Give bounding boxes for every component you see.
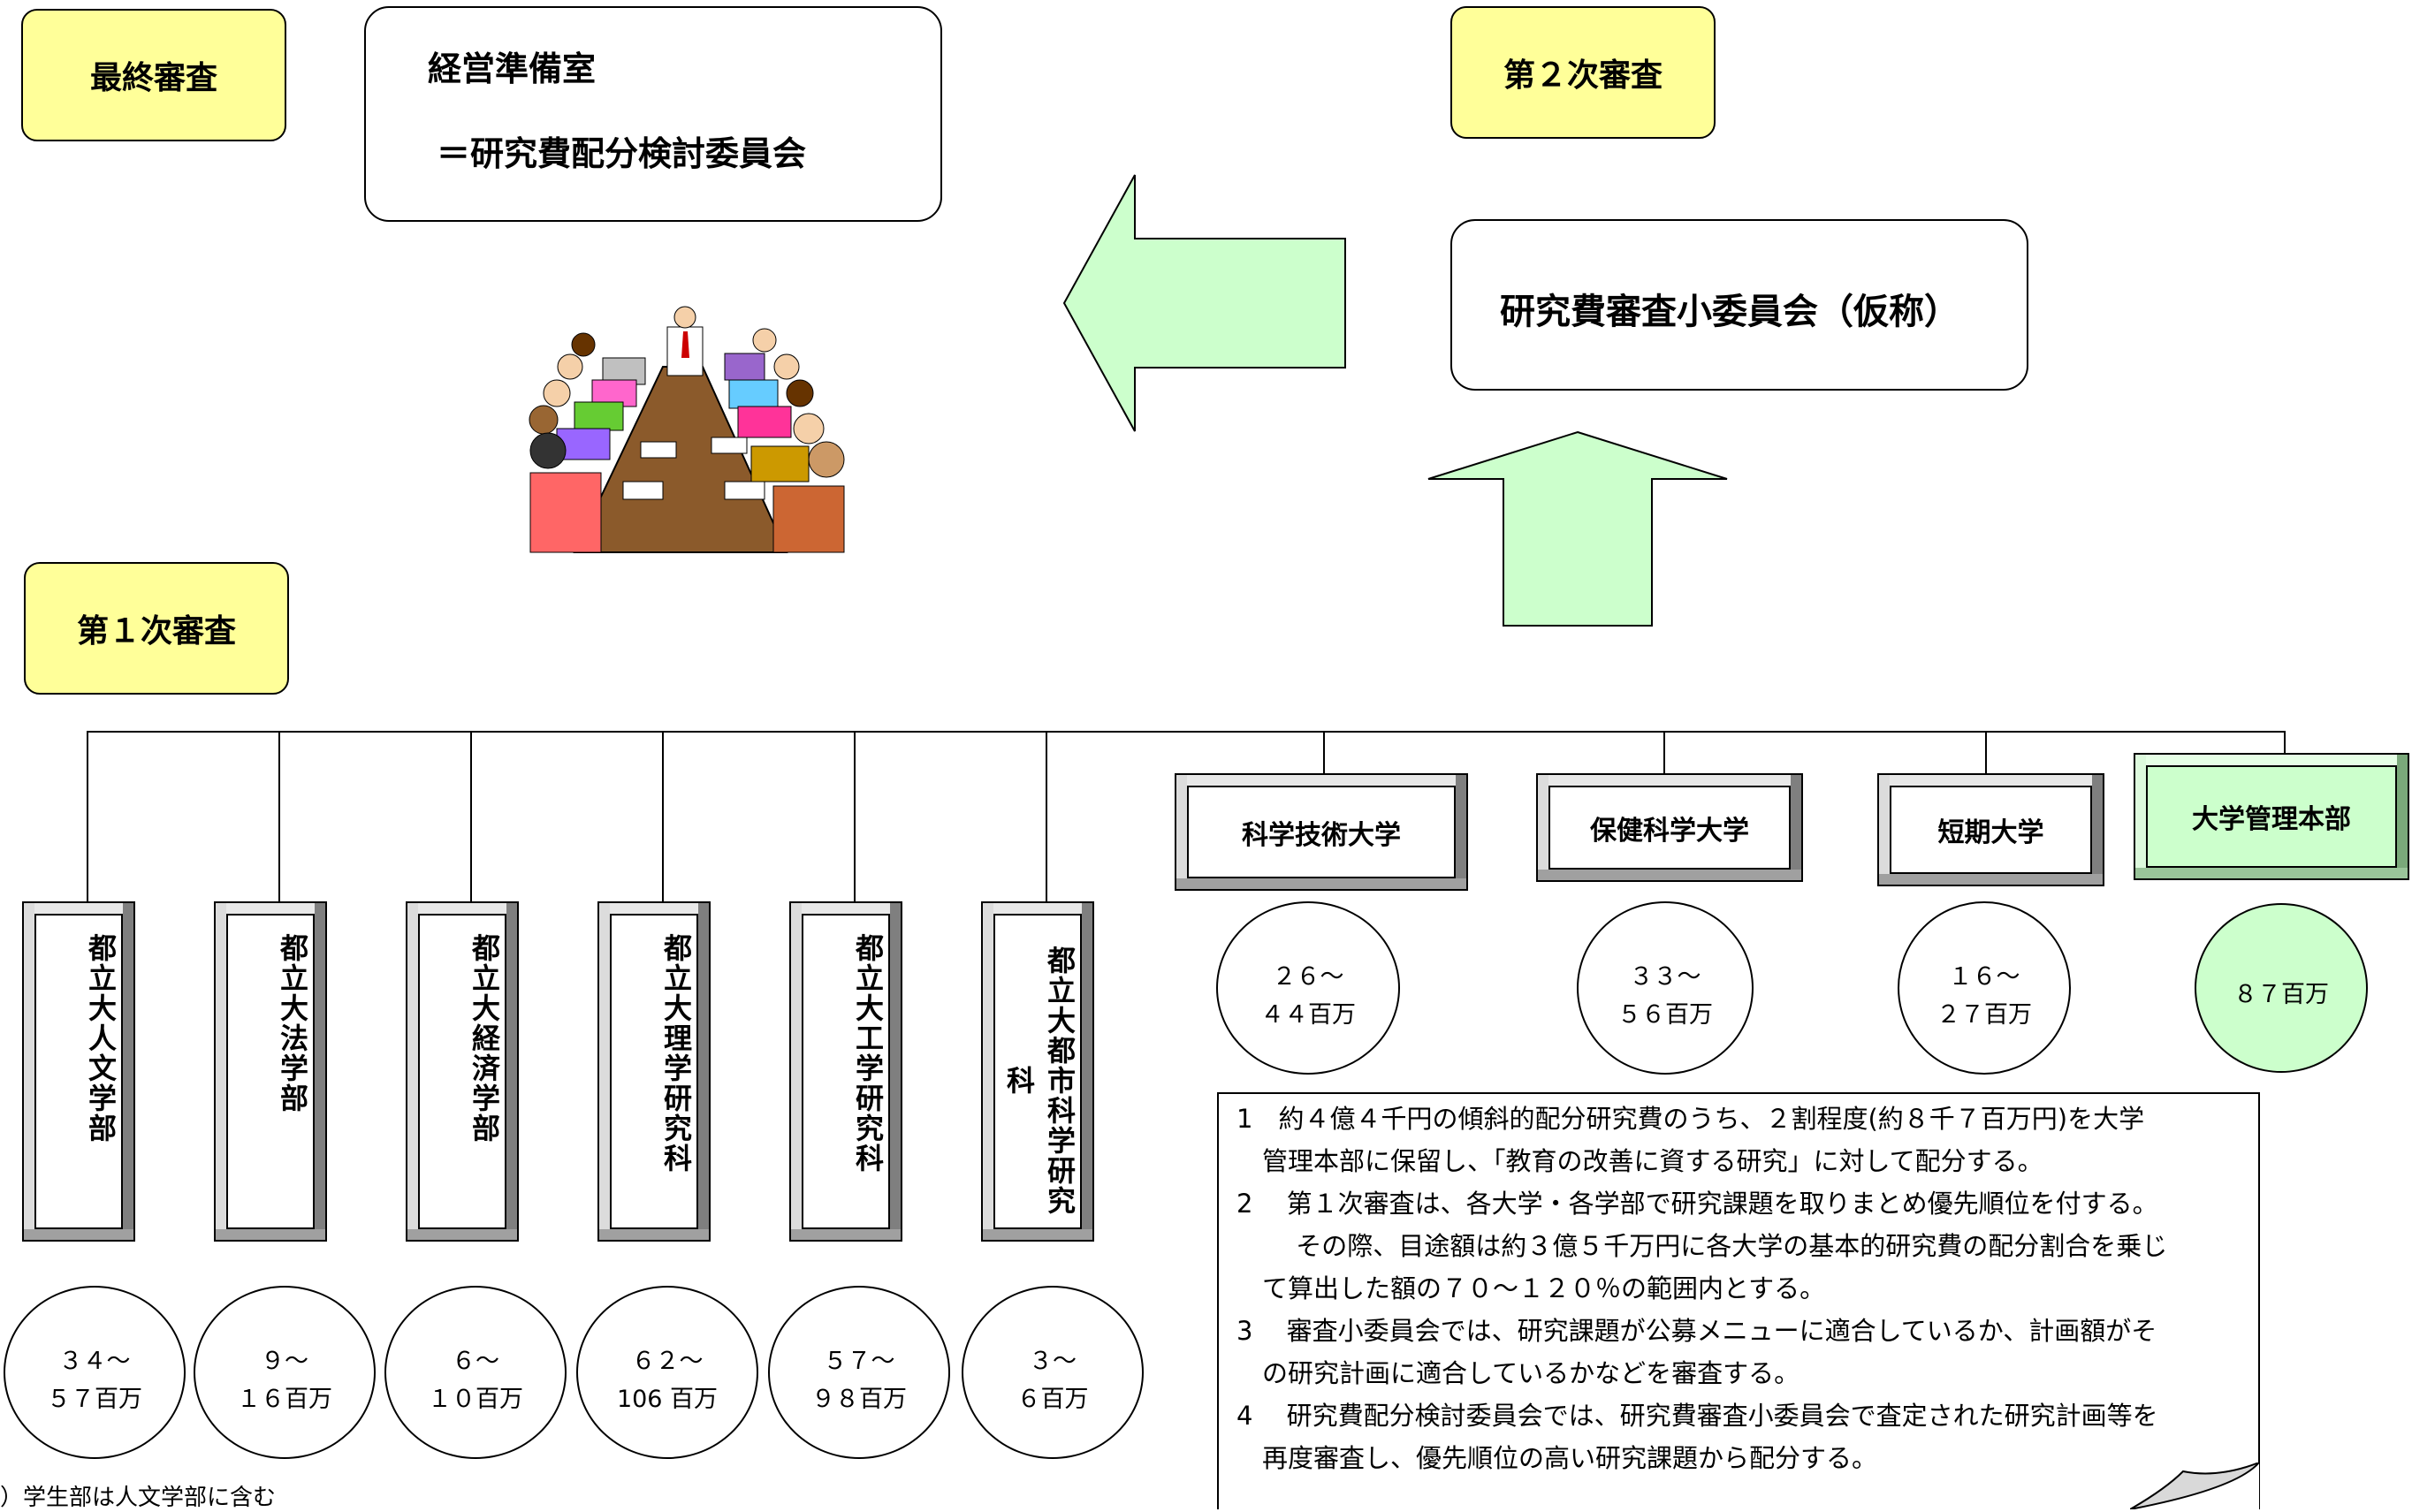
faculty-box: 都立大工学研究科 bbox=[789, 901, 902, 1242]
note-line: その際、目途額は約３億５千万円に各大学の基本的研究費の配分割合を乗じ bbox=[1236, 1231, 2168, 1261]
faculty-amount-circle: ３～ ６百万 bbox=[962, 1286, 1144, 1459]
connector-faculty-6 bbox=[1046, 731, 1047, 904]
management-prep-office-title: 経営準備室 bbox=[428, 49, 597, 88]
faculty-name: 都立大人文学部 bbox=[84, 933, 118, 1143]
amount-range-bottom: 106 百万 bbox=[616, 1385, 719, 1413]
notes-box: 1 約４億４千円の傾斜的配分研究費のうち、２割程度(約８千７百万円)を大学 管理… bbox=[1217, 1092, 2260, 1509]
management-prep-office-box: 経営準備室 ＝研究費配分検討委員会 bbox=[364, 6, 942, 222]
amount-range-top: ３４～ bbox=[58, 1348, 131, 1376]
amount-range-top: ５７～ bbox=[823, 1348, 895, 1376]
faculty-amount-circle: ５７～ ９８百万 bbox=[768, 1286, 950, 1459]
second-review-label: 第２次審査 bbox=[1450, 6, 1716, 139]
amount-range-top: ６～ bbox=[452, 1348, 499, 1376]
faculty-box: 都立大人文学部 bbox=[22, 901, 135, 1242]
amount-range-top: ９～ bbox=[261, 1348, 308, 1376]
amount-range-bottom: ９８百万 bbox=[811, 1385, 907, 1413]
faculty-box: 都立大都市科学研究科 bbox=[981, 901, 1094, 1242]
first-review-text: 第１次審査 bbox=[76, 613, 236, 650]
faculty-box: 都立大理学研究科 bbox=[597, 901, 711, 1242]
footnote: ）学生部は人文学部に含む bbox=[0, 1485, 277, 1511]
connector-university-2 bbox=[1663, 731, 1665, 775]
university-name: 短期大学 bbox=[1937, 817, 2044, 848]
amount-range-bottom: ６百万 bbox=[1016, 1385, 1089, 1413]
university-amount-circle: ２６～ ４４百万 bbox=[1216, 901, 1400, 1075]
subcommittee-box: 研究費審査小委員会（仮称） bbox=[1450, 219, 2028, 391]
amount-value: ８７百万 bbox=[2233, 980, 2329, 1008]
note-line: 3 審査小委員会では、研究課題が公募メニューに適合しているか、計画額がそ bbox=[1236, 1316, 2157, 1346]
amount-range-bottom: ５７百万 bbox=[47, 1385, 142, 1413]
left-arrow bbox=[1062, 174, 1346, 432]
subcommittee-title: 研究費審査小委員会（仮称） bbox=[1500, 292, 1959, 332]
amount-range-bottom: １０百万 bbox=[428, 1385, 523, 1413]
note-line: 2 第１次審査は、各大学・各学部で研究課題を取りまとめ優先順位を付する。 bbox=[1236, 1189, 2158, 1219]
final-review-text: 最終審査 bbox=[89, 60, 217, 96]
note-line: 1 約４億４千円の傾斜的配分研究費のうち、２割程度(約８千７百万円)を大学 bbox=[1236, 1104, 2145, 1134]
connector-faculty-3 bbox=[470, 731, 472, 904]
university-name: 保健科学大学 bbox=[1590, 815, 1749, 847]
note-line: て算出した額の７０～１２０％の範囲内とする。 bbox=[1236, 1273, 1826, 1303]
connector-university-1 bbox=[1323, 731, 1325, 775]
page-curl-icon bbox=[2130, 1463, 2260, 1509]
note-line: 管理本部に保留し、「教育の改善に資する研究」に対して配分する。 bbox=[1236, 1146, 2043, 1176]
faculty-box: 都立大経済学部 bbox=[406, 901, 519, 1242]
amount-range-bottom: １６百万 bbox=[237, 1385, 332, 1413]
connector-faculty-2 bbox=[278, 731, 280, 904]
amount-range-bottom: ２７百万 bbox=[1936, 1000, 2032, 1029]
university-name: 大学管理本部 bbox=[2192, 804, 2351, 835]
university-admin-box: 大学管理本部 bbox=[2134, 753, 2409, 880]
university-amount-circle: ３３～ ５６百万 bbox=[1577, 901, 1754, 1075]
admin-amount-circle: ８７百万 bbox=[2195, 903, 2368, 1073]
faculty-name: 都立大都市科学研究科 bbox=[1002, 945, 1077, 1216]
amount-range-top: ３～ bbox=[1029, 1348, 1077, 1376]
faculty-amount-circle: ９～ １６百万 bbox=[194, 1286, 376, 1459]
faculty-box: 都立大法学部 bbox=[214, 901, 327, 1242]
allocation-committee-title: ＝研究費配分検討委員会 bbox=[437, 134, 807, 173]
amount-range-top: ２６～ bbox=[1272, 963, 1344, 992]
first-review-label: 第１次審査 bbox=[24, 562, 289, 695]
amount-range-bottom: ４４百万 bbox=[1260, 1000, 1356, 1029]
connector-faculty-1 bbox=[87, 731, 88, 904]
final-review-label: 最終審査 bbox=[21, 9, 286, 141]
faculty-name: 都立大工学研究科 bbox=[851, 933, 885, 1174]
note-line: の研究計画に適合しているかなどを審査する。 bbox=[1236, 1358, 1800, 1388]
amount-range-top: ３３～ bbox=[1629, 963, 1701, 992]
faculty-name: 都立大経済学部 bbox=[468, 933, 501, 1143]
connector-horizontal bbox=[87, 731, 2284, 733]
connector-faculty-4 bbox=[662, 731, 664, 904]
amount-range-top: ６２～ bbox=[631, 1348, 704, 1376]
faculty-amount-circle: ３４～ ５７百万 bbox=[4, 1286, 186, 1459]
amount-range-top: １６～ bbox=[1948, 963, 2020, 992]
up-arrow bbox=[1427, 430, 1728, 627]
meeting-clipart bbox=[529, 306, 845, 553]
connector-university-4 bbox=[2284, 731, 2286, 755]
university-box: 短期大学 bbox=[1877, 773, 2104, 886]
university-amount-circle: １６～ ２７百万 bbox=[1898, 901, 2071, 1075]
faculty-amount-circle: ６２～ 106 百万 bbox=[576, 1286, 758, 1459]
connector-university-3 bbox=[1985, 731, 1987, 775]
note-line: 再度審査し、優先順位の高い研究課題から配分する。 bbox=[1236, 1443, 1878, 1473]
faculty-amount-circle: ６～ １０百万 bbox=[384, 1286, 567, 1459]
university-name: 科学技術大学 bbox=[1242, 819, 1401, 851]
second-review-text: 第２次審査 bbox=[1503, 57, 1663, 94]
note-line: 4 研究費配分検討委員会では、研究費審査小委員会で査定された研究計画等を bbox=[1236, 1401, 2158, 1431]
university-box: 科学技術大学 bbox=[1175, 773, 1468, 891]
faculty-name: 都立大法学部 bbox=[276, 933, 309, 1113]
faculty-name: 都立大理学研究科 bbox=[659, 933, 693, 1174]
connector-faculty-5 bbox=[854, 731, 856, 904]
university-box: 保健科学大学 bbox=[1536, 773, 1803, 882]
amount-range-bottom: ５６百万 bbox=[1617, 1000, 1713, 1029]
